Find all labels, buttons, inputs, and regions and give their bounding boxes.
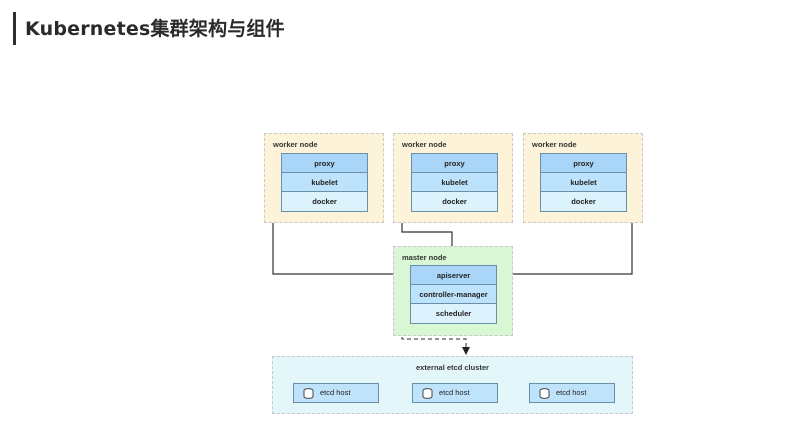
worker-node-label: worker node (402, 140, 447, 149)
scheduler-component: scheduler (411, 304, 496, 323)
etcd-host-2: etcd host (412, 383, 498, 403)
edge-apiserver-etcd (401, 280, 470, 355)
apiserver-component: apiserver (411, 266, 496, 285)
master-component-stack: apiserver controller-manager scheduler (410, 265, 497, 324)
master-node-label: master node (402, 253, 447, 262)
kubelet-component: kubelet (412, 173, 497, 192)
title-accent-bar (13, 12, 16, 45)
proxy-component: proxy (282, 154, 367, 173)
etcd-host-3: etcd host (529, 383, 615, 403)
kubelet-component: kubelet (282, 173, 367, 192)
database-icon (422, 388, 433, 399)
etcd-cluster: external etcd cluster etcd host etcd hos… (272, 356, 633, 414)
worker-node-label: worker node (532, 140, 577, 149)
worker-node-3: worker node proxy kubelet docker (523, 133, 643, 223)
docker-component: docker (282, 192, 367, 211)
etcd-host-label: etcd host (320, 388, 351, 397)
etcd-host-label: etcd host (556, 388, 587, 397)
kubelet-component: kubelet (541, 173, 626, 192)
database-icon (303, 388, 314, 399)
master-node: master node apiserver controller-manager… (393, 246, 513, 336)
worker-node-label: worker node (273, 140, 318, 149)
proxy-component: proxy (541, 154, 626, 173)
docker-component: docker (412, 192, 497, 211)
database-icon (539, 388, 550, 399)
etcd-host-1: etcd host (293, 383, 379, 403)
worker-node-2: worker node proxy kubelet docker (393, 133, 513, 223)
docker-component: docker (541, 192, 626, 211)
proxy-component: proxy (412, 154, 497, 173)
controller-manager-component: controller-manager (411, 285, 496, 304)
worker-node-1: worker node proxy kubelet docker (264, 133, 384, 223)
worker-component-stack: proxy kubelet docker (411, 153, 498, 212)
page-title: Kubernetes集群架构与组件 (25, 18, 285, 40)
etcd-cluster-label: external etcd cluster (416, 363, 489, 372)
etcd-host-label: etcd host (439, 388, 470, 397)
worker-component-stack: proxy kubelet docker (281, 153, 368, 212)
worker-component-stack: proxy kubelet docker (540, 153, 627, 212)
